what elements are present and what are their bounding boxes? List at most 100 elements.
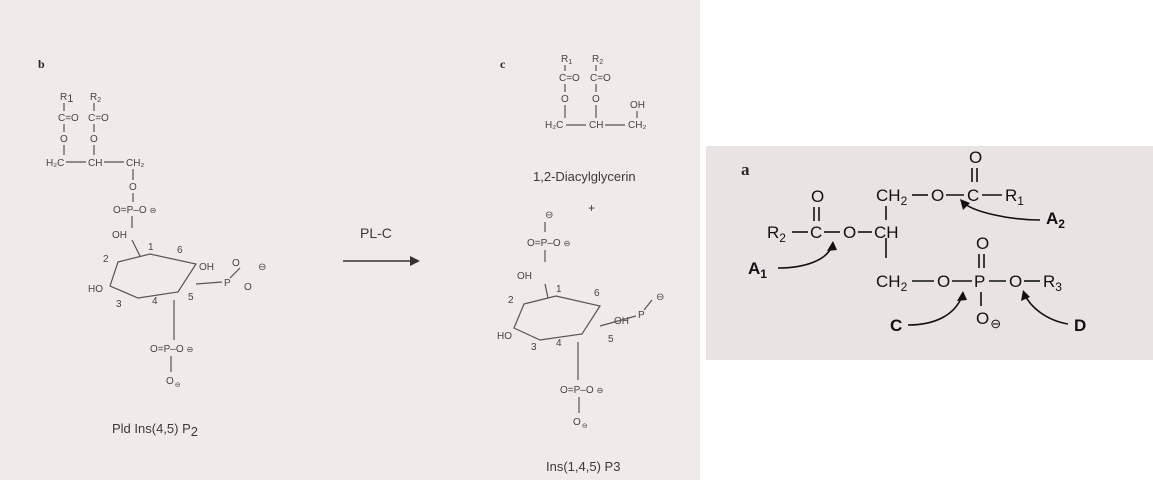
panel-c-letter: c (500, 57, 506, 71)
a-arrow-c (907, 295, 963, 326)
a-arrow-c-head (957, 291, 967, 301)
b-ch2: CH₂ (126, 158, 144, 169)
c-dag-caption: 1,2-Diacylglycerin (533, 169, 636, 184)
a-label-a2: A2 (1046, 209, 1065, 231)
b-n3: 3 (116, 299, 122, 310)
b-o3: O (129, 182, 137, 193)
c-n4: 4 (556, 338, 562, 349)
b-h2c: H₂C (46, 158, 64, 169)
c-p3: O=P–O⊖ (560, 385, 603, 396)
b-n2: 2 (103, 254, 109, 265)
a-r1: R1 (1005, 186, 1024, 208)
b-p2-minus: ⊖ (258, 262, 266, 273)
a-arrow-a1 (777, 244, 833, 269)
c-oh-right: OH (614, 316, 629, 327)
a-o-mid: O (843, 223, 856, 242)
a-arrow-a2-head (960, 199, 970, 210)
c-n6: 6 (594, 288, 600, 299)
b-ch: CH (88, 158, 102, 169)
b-o2: O (90, 134, 98, 145)
b-o1: O (60, 134, 68, 145)
a-label-c: C (890, 316, 902, 335)
c-co1: C=O (559, 73, 580, 84)
arrow-head (410, 256, 420, 266)
a-arrow-d-head (1021, 290, 1030, 301)
a-r2: R2 (767, 223, 786, 245)
c-o1: O (561, 94, 569, 105)
panel-a-letter: a (741, 160, 750, 179)
a-label-a1: A1 (748, 259, 767, 281)
a-o-dbl-mid: O (811, 187, 824, 206)
left-figure-photo (0, 0, 700, 480)
c-ip3-caption: Ins(1,4,5) P3 (546, 459, 620, 474)
c-bond (643, 299, 653, 311)
c-r2: R2 (592, 54, 603, 66)
b-bond (131, 239, 141, 257)
b-o4: O (232, 258, 240, 269)
b-n5: 5 (188, 292, 194, 303)
right-figure-photo (706, 146, 1153, 360)
c-plus: + (588, 201, 595, 215)
panel-b: b R1 R2 C=O C=O O O H₂C CH CH₂ O O=P–O⊖ … (38, 57, 266, 439)
a-o-bot: O (937, 272, 950, 291)
b-r2: R2 (90, 92, 101, 104)
b-p2: P (224, 278, 231, 289)
a-ch2-bot: CH2 (876, 272, 908, 294)
a-o-dbl-top: O (969, 148, 982, 167)
b-n4: 4 (152, 296, 158, 307)
b-ho-left: HO (88, 284, 103, 295)
b-bond (229, 267, 241, 279)
c-p2: P (638, 310, 645, 321)
b-bond (195, 281, 223, 285)
c-n1: 1 (556, 284, 562, 295)
c-h2c: H₂C (545, 120, 563, 131)
c-bond (544, 283, 549, 299)
b-n6: 6 (177, 245, 183, 256)
c-oh: OH (630, 100, 645, 111)
c-bond (599, 315, 637, 327)
arrow-label: PL-C (360, 225, 392, 241)
c-r1: R1 (561, 54, 572, 66)
b-oh-right: OH (199, 262, 214, 273)
c-oh-top: OH (517, 271, 532, 282)
a-label-d: D (1074, 316, 1086, 335)
a-ch2-top: CH2 (876, 186, 908, 208)
a-c-mid: C (810, 223, 822, 242)
c-o6: O⊖ (573, 417, 588, 430)
c-ho-left: HO (497, 331, 512, 342)
b-oh-top: OH (112, 230, 127, 241)
b-r1: R1 (60, 92, 73, 105)
c-ch: CH (589, 120, 603, 131)
c-n5: 5 (608, 334, 614, 345)
b-co2: C=O (88, 113, 109, 124)
a-arrow-d (1024, 294, 1069, 325)
c-n3: 3 (531, 342, 537, 353)
a-o-dbl-p: O (976, 234, 989, 253)
b-inositol-ring (109, 253, 197, 299)
c-p1: O=P–O⊖ (527, 238, 570, 249)
a-r3: R3 (1043, 272, 1062, 294)
a-o-minus: O⊖ (976, 309, 1001, 331)
reaction-arrow: PL-C (343, 225, 420, 266)
a-p: P (974, 272, 985, 291)
a-ch-mid: CH (874, 223, 899, 242)
c-n2: 2 (508, 295, 514, 306)
c-p1-top-minus: ⊖ (545, 210, 553, 221)
c-p2-minus: ⊖ (656, 292, 664, 303)
a-arrow-a1-head (827, 241, 837, 251)
a-c-top: C (967, 186, 979, 205)
panel-c: c R1 R2 C=O C=O O O OH H₂C CH CH₂ 1,2-Di… (497, 54, 664, 474)
b-p3: O=P–O⊖ (150, 344, 193, 355)
b-co1: C=O (58, 113, 79, 124)
b-p1: O=P–O⊖ (113, 205, 156, 216)
a-o-top: O (931, 186, 944, 205)
a-o-r3: O (1009, 272, 1022, 291)
panel-a: a O CH2 O C R1 O R2 C O CH O CH2 O P (741, 148, 1086, 335)
panel-b-letter: b (38, 57, 45, 71)
c-o2: O (592, 94, 600, 105)
c-co2: C=O (590, 73, 611, 84)
b-o5: O (244, 282, 252, 293)
b-caption: Pld Ins(4,5) P2 (112, 421, 198, 439)
b-o6: O⊖ (166, 376, 181, 389)
